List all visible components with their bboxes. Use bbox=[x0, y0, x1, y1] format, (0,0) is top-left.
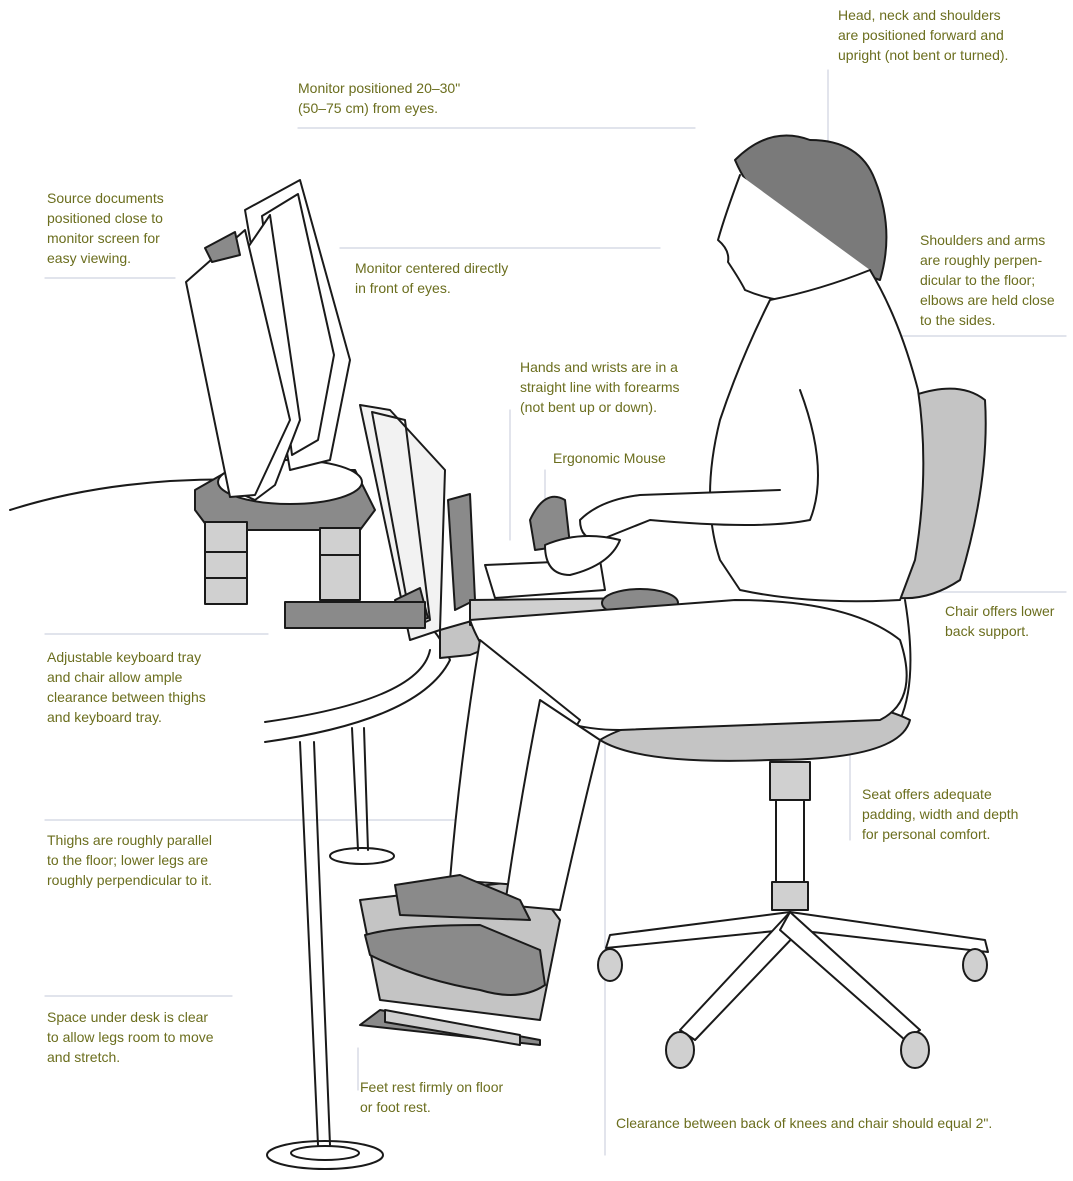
annotation-keyboard-tray: Adjustable keyboard tray and chair allow… bbox=[47, 647, 257, 727]
annotation-monitor-distance: Monitor positioned 20–30" (50–75 cm) fro… bbox=[298, 78, 528, 118]
annotation-seat: Seat offers adequate padding, width and … bbox=[862, 784, 1062, 844]
annotation-source-documents: Source documents positioned close to mon… bbox=[47, 188, 197, 268]
annotation-clearance: Clearance between back of knees and chai… bbox=[616, 1113, 1071, 1133]
desk-top-edge bbox=[265, 650, 430, 722]
torso bbox=[710, 270, 923, 601]
annotation-head: Head, neck and shoulders are positioned … bbox=[838, 5, 1070, 65]
annotation-hands-wrists: Hands and wrists are in a straight line … bbox=[520, 357, 750, 417]
annotation-monitor-centered: Monitor centered directly in front of ey… bbox=[355, 258, 575, 298]
binder bbox=[448, 494, 475, 610]
monitor bbox=[186, 180, 362, 504]
annotation-thighs: Thighs are roughly parallel to the floor… bbox=[47, 830, 287, 890]
desk-foot-back bbox=[330, 848, 394, 864]
desk-leg-back bbox=[352, 728, 358, 850]
annotation-feet: Feet rest firmly on floor or foot rest. bbox=[360, 1077, 580, 1117]
hand-left bbox=[545, 536, 620, 575]
annotation-mouse: Ergonomic Mouse bbox=[553, 448, 713, 468]
annotation-lower-back: Chair offers lower back support. bbox=[945, 601, 1071, 641]
desk-leg-front bbox=[300, 742, 318, 1145]
annotation-shoulders-arms: Shoulders and arms are roughly perpen- d… bbox=[920, 230, 1070, 330]
annotation-under-desk: Space under desk is clear to allow legs … bbox=[47, 1007, 277, 1067]
